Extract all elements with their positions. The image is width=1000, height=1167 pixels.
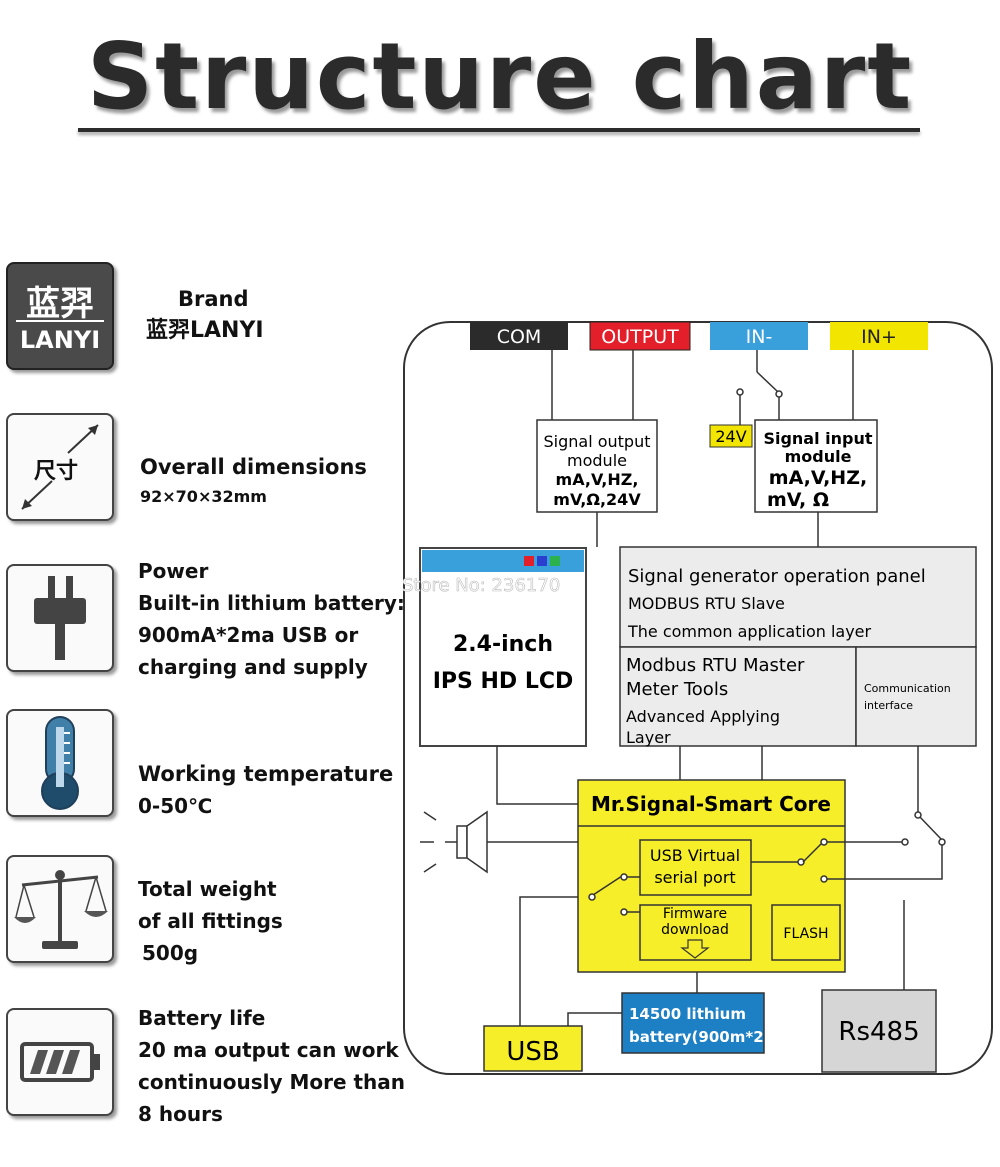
spec-power: Power Built-in lithium battery: 900mA*2m… xyxy=(138,555,408,683)
flash-box xyxy=(771,904,841,961)
battery-line: 20 ma output can work xyxy=(138,1038,399,1062)
title-underline xyxy=(78,128,920,132)
comm-text: Communication xyxy=(864,682,951,695)
usb-virtual-text: serial port xyxy=(654,868,735,887)
output-terminal xyxy=(589,321,691,351)
device-outline xyxy=(403,321,993,1075)
dimensions-heading: Overall dimensions xyxy=(140,455,367,479)
brand-logo-en: LANYI xyxy=(19,326,101,354)
rs485-box xyxy=(821,989,937,1073)
lcd-text: IPS HD LCD xyxy=(433,669,574,694)
weight-line: of all fittings xyxy=(138,909,283,933)
battery-icon xyxy=(6,1008,114,1116)
power-line: 900mA*2ma USB or xyxy=(138,623,359,647)
spec-battery: Battery life 20 ma output can work conti… xyxy=(138,1002,408,1130)
signal-input-text: module xyxy=(785,447,852,466)
dimensions-icon-text: 尺寸 xyxy=(34,459,79,484)
core-title: Mr.Signal-Smart Core xyxy=(591,792,831,816)
signal-output-module xyxy=(536,419,658,513)
power-heading: Power xyxy=(138,559,209,583)
dimensions-icon: 尺寸 xyxy=(6,413,114,521)
temperature-value: 0-50℃ xyxy=(138,794,213,818)
comm-text: interface xyxy=(864,699,913,712)
usb-virtual-text: USB Virtual xyxy=(650,846,740,865)
power-plug-icon xyxy=(6,564,114,672)
in-minus-terminal xyxy=(710,322,808,350)
brand-logo: 蓝羿 LANYI xyxy=(6,262,114,370)
firmware-text: download xyxy=(661,922,729,938)
speaker-icon xyxy=(456,825,468,859)
weight-value: 500g xyxy=(142,941,199,965)
download-arrow-icon xyxy=(680,939,710,959)
lithium-battery-box xyxy=(621,992,765,1054)
master-text: Layer xyxy=(626,728,671,747)
scale-icon xyxy=(6,855,114,963)
brand-value: 蓝羿LANYI xyxy=(146,318,264,343)
firmware-text: Firmware xyxy=(663,906,727,922)
lcd-text: 2.4-inch xyxy=(453,632,553,657)
spec-dimensions: Overall dimensions 92×70×32mm xyxy=(140,452,400,511)
operation-panel xyxy=(619,546,977,648)
firmware-box xyxy=(639,904,752,961)
signal-input-module xyxy=(754,419,878,513)
spec-weight: Total weight of all fittings 500g xyxy=(138,873,388,969)
lcd-topbar xyxy=(422,550,584,572)
temperature-heading: Working temperature xyxy=(138,762,394,786)
lithium-text: battery(900m*2) xyxy=(629,1028,770,1046)
signal-output-text: module xyxy=(567,451,627,470)
spec-temperature: Working temperature 0-50℃ xyxy=(138,759,408,822)
comm-interface-box xyxy=(855,646,977,747)
in-minus-label: IN- xyxy=(746,326,773,348)
modbus-master-box xyxy=(619,646,857,747)
thermometer-icon xyxy=(6,709,114,817)
store-watermark: Store No: 236170 xyxy=(402,575,560,596)
page-title: Structure chart xyxy=(86,23,914,130)
battery-heading: Battery life xyxy=(138,1006,266,1030)
usb-box xyxy=(483,1025,583,1072)
signal-input-text: mA,V,HZ, xyxy=(769,467,867,489)
master-text: Modbus RTU Master xyxy=(626,655,805,676)
signal-output-text: mA,V,HZ, xyxy=(556,470,639,489)
power-line: charging and supply xyxy=(138,655,368,679)
battery-line: 8 hours xyxy=(138,1102,223,1126)
usb-virtual-box xyxy=(639,839,752,896)
power-line: Built-in lithium battery: xyxy=(138,591,405,615)
output-label: OUTPUT xyxy=(601,326,679,348)
weight-line: Total weight xyxy=(138,877,277,901)
brand-logo-cn: 蓝羿 xyxy=(26,284,94,324)
lcd-box xyxy=(419,547,587,747)
signal-input-text: Signal input xyxy=(763,429,872,448)
in-plus-terminal xyxy=(830,322,928,350)
com-terminal xyxy=(470,322,568,350)
in-plus-label: IN+ xyxy=(861,326,897,348)
master-text: Advanced Applying xyxy=(626,707,780,726)
usb-label: USB xyxy=(506,1037,559,1067)
lithium-text: 14500 lithium xyxy=(629,1005,746,1023)
master-text: Meter Tools xyxy=(626,679,728,700)
com-label: COM xyxy=(497,326,542,348)
battery-line: continuously More than xyxy=(138,1070,406,1094)
flash-text: FLASH xyxy=(783,926,828,942)
panel-title: Signal generator operation panel xyxy=(628,566,926,587)
dimensions-value: 92×70×32mm xyxy=(140,487,267,506)
v24-label: 24V xyxy=(715,427,746,446)
brand-heading: Brand xyxy=(178,287,249,311)
panel-line: MODBUS RTU Slave xyxy=(628,594,785,613)
rs485-label: Rs485 xyxy=(838,1017,919,1047)
signal-output-text: mV,Ω,24V xyxy=(553,490,641,509)
v24-box xyxy=(709,424,753,448)
panel-line: The common application layer xyxy=(627,622,872,641)
signal-input-text: mV, Ω xyxy=(767,489,829,511)
signal-output-text: Signal output xyxy=(543,432,650,451)
spec-brand: Brand 蓝羿LANYI xyxy=(146,284,336,347)
